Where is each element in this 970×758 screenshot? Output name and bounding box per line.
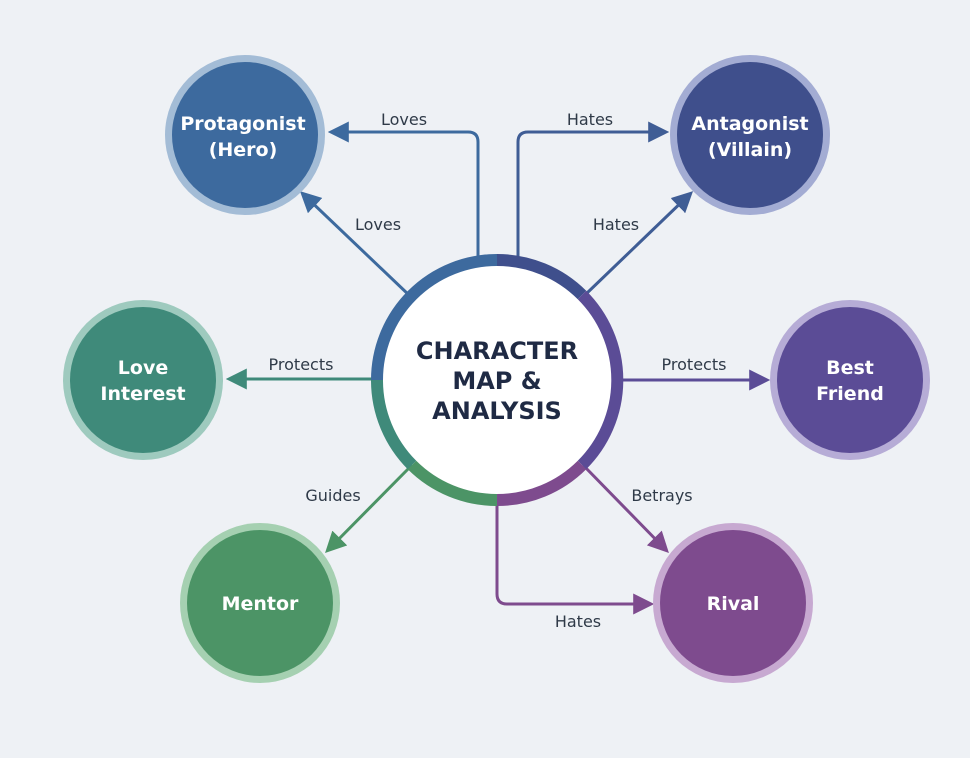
node-mentor: Mentor <box>180 523 340 683</box>
node-love-interest-label-line-2: Interest <box>100 383 185 405</box>
node-protagonist-label-line-1: Protagonist <box>180 113 305 135</box>
node-love-interest-label-line-1: Love <box>118 357 168 379</box>
edge-center-antagonist-diag <box>584 191 694 296</box>
center-ring-segment-indigo <box>496 253 587 300</box>
edge-labels-group: Loves Loves Hates Hates Protects Protect… <box>269 110 727 631</box>
edge-center-mentor <box>325 463 414 553</box>
center-ring-segment-teal <box>370 379 417 470</box>
edge-center-protagonist-top <box>327 121 480 262</box>
center-ring-segment-plum <box>496 460 587 507</box>
edge-center-rival-diag <box>581 463 669 554</box>
edge-label-center-rival-bottom: Hates <box>555 612 601 631</box>
node-best-friend-label-line-2: Friend <box>816 383 884 405</box>
node-protagonist-fill <box>172 62 318 208</box>
node-antagonist-label-line-2: (Villain) <box>708 139 792 161</box>
center-title-line-3: ANALYSIS <box>432 397 562 425</box>
edge-center-protagonist-diag <box>299 191 412 298</box>
center-node-fill <box>377 260 617 500</box>
edge-label-center-antagonist-diag: Hates <box>593 215 639 234</box>
node-antagonist-fill <box>677 62 823 208</box>
center-title-line-1: CHARACTER <box>416 337 578 365</box>
node-antagonist-label-line-1: Antagonist <box>691 113 808 135</box>
edge-label-center-antagonist-top: Hates <box>567 110 613 129</box>
node-rival-fill <box>660 530 806 676</box>
center-ring-segment-purple <box>577 290 624 470</box>
center-ring-segment-blue <box>371 254 498 381</box>
edge-label-center-love-interest: Protects <box>269 355 334 374</box>
edges-group <box>225 121 771 615</box>
node-best-friend-fill <box>777 307 923 453</box>
node-mentor-fill <box>187 530 333 676</box>
edge-label-center-best-friend: Protects <box>662 355 727 374</box>
edge-center-rival-bottom <box>495 497 655 615</box>
center-title-line-2: MAP & <box>452 367 541 395</box>
edge-center-antagonist-top <box>516 121 670 262</box>
center-ring-segment-green <box>407 460 498 507</box>
node-protagonist: Protagonist (Hero) <box>165 55 325 215</box>
node-rival-label: Rival <box>707 593 760 615</box>
edge-label-center-rival-diag: Betrays <box>631 486 692 505</box>
node-love-interest-fill <box>70 307 216 453</box>
edge-label-center-protagonist-top: Loves <box>381 110 427 129</box>
node-rival: Rival <box>653 523 813 683</box>
node-love-interest: Love Interest <box>63 300 223 460</box>
center-node: CHARACTER MAP & ANALYSIS <box>370 253 624 507</box>
edge-label-center-mentor: Guides <box>305 486 360 505</box>
node-mentor-label: Mentor <box>222 593 299 615</box>
node-antagonist: Antagonist (Villain) <box>670 55 830 215</box>
node-best-friend: Best Friend <box>770 300 930 460</box>
node-best-friend-label-line-1: Best <box>826 357 874 379</box>
node-protagonist-label-line-2: (Hero) <box>209 139 278 161</box>
edge-label-center-protagonist-diag: Loves <box>355 215 401 234</box>
